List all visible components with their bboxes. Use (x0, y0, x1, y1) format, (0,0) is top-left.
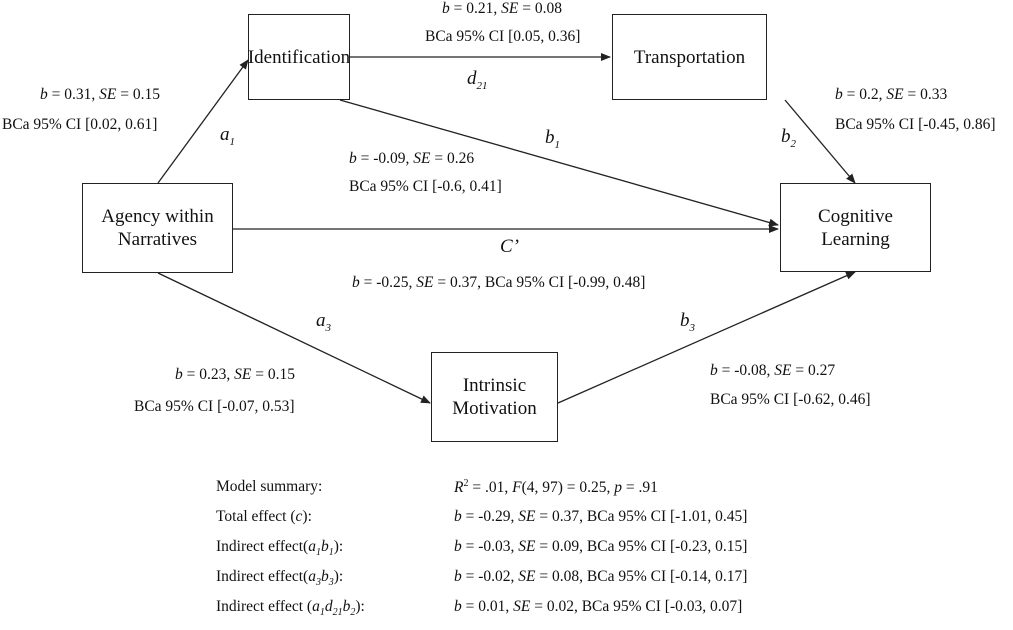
node-cognitive-line1: Cognitive (818, 205, 893, 227)
node-intrinsic-line2: Motivation (452, 398, 537, 419)
node-cognitive-line2: Learning (821, 228, 890, 250)
stat-d21-b-se: b = 0.21, SE = 0.08 (442, 0, 562, 17)
arrow-b2 (784, 99, 856, 184)
arrow-a3 (157, 272, 431, 404)
summary-label-total: Total effect (c): (216, 508, 312, 525)
sym-b1: b1 (545, 127, 560, 151)
stat-c-prime: b = -0.25, SE = 0.37, BCa 95% CI [-0.99,… (352, 274, 646, 291)
sym-b2: b2 (781, 126, 796, 150)
node-intrinsic-line1: Intrinsic (462, 375, 527, 396)
node-transportation: Transportation (612, 14, 767, 100)
summary-label-model: Model summary: (216, 478, 323, 495)
stat-b2-b-se: b = 0.2, SE = 0.33 (835, 86, 948, 103)
stat-a1-b-se: b = 0.31, SE = 0.15 (40, 86, 160, 103)
arrow-b1 (339, 99, 779, 227)
node-identification: Identification (248, 14, 350, 100)
stat-a3-ci: BCa 95% CI [-0.07, 0.53] (134, 398, 295, 415)
node-intrinsic: Intrinsic Motivation (431, 352, 558, 442)
arrow-b3 (557, 271, 856, 404)
stat-b3-ci: BCa 95% CI [-0.62, 0.46] (710, 391, 871, 408)
node-identification-label: Identification (247, 46, 351, 68)
summary-label-indirect-a1d21b2: Indirect effect (a1d21b2): (216, 598, 365, 619)
stat-a3-b-se: b = 0.23, SE = 0.15 (175, 366, 295, 383)
summary-value-indirect-a3b3: b = -0.02, SE = 0.08, BCa 95% CI [-0.14,… (454, 568, 748, 585)
summary-label-indirect-a1b1: Indirect effect(a1b1): (216, 538, 344, 559)
summary-value-model: R2 = .01, F(4, 97) = 0.25, p = .91 (454, 478, 658, 497)
summary-value-indirect-a1d21b2: b = 0.01, SE = 0.02, BCa 95% CI [-0.03, … (454, 598, 743, 615)
stat-b1-ci: BCa 95% CI [-0.6, 0.41] (349, 178, 502, 195)
summary-value-total: b = -0.29, SE = 0.37, BCa 95% CI [-1.01,… (454, 508, 748, 525)
summary-value-indirect-a1b1: b = -0.03, SE = 0.09, BCa 95% CI [-0.23,… (454, 538, 748, 555)
summary-label-indirect-a3b3: Indirect effect(a3b3): (216, 568, 344, 589)
stat-d21-ci: BCa 95% CI [0.05, 0.36] (425, 28, 581, 45)
sym-a1: a1 (220, 124, 235, 148)
stat-b2-ci: BCa 95% CI [-0.45, 0.86] (835, 116, 996, 133)
arrow-a1 (157, 59, 249, 184)
sym-c-prime: C’ (500, 236, 519, 257)
node-transportation-label: Transportation (633, 46, 746, 68)
node-agency-line1: Agency within (101, 206, 214, 227)
node-agency-line2: Narratives (117, 229, 198, 250)
sym-b3: b3 (680, 310, 695, 334)
node-cognitive: Cognitive Learning (780, 183, 931, 272)
stat-b3-b-se: b = -0.08, SE = 0.27 (710, 362, 836, 379)
stat-b1-b-se: b = -0.09, SE = 0.26 (349, 150, 475, 167)
node-agency: Agency within Narratives (82, 183, 233, 273)
stat-a1-ci: BCa 95% CI [0.02, 0.61] (2, 116, 158, 133)
sym-a3: a3 (316, 310, 331, 334)
sym-d21: d21 (467, 68, 488, 92)
